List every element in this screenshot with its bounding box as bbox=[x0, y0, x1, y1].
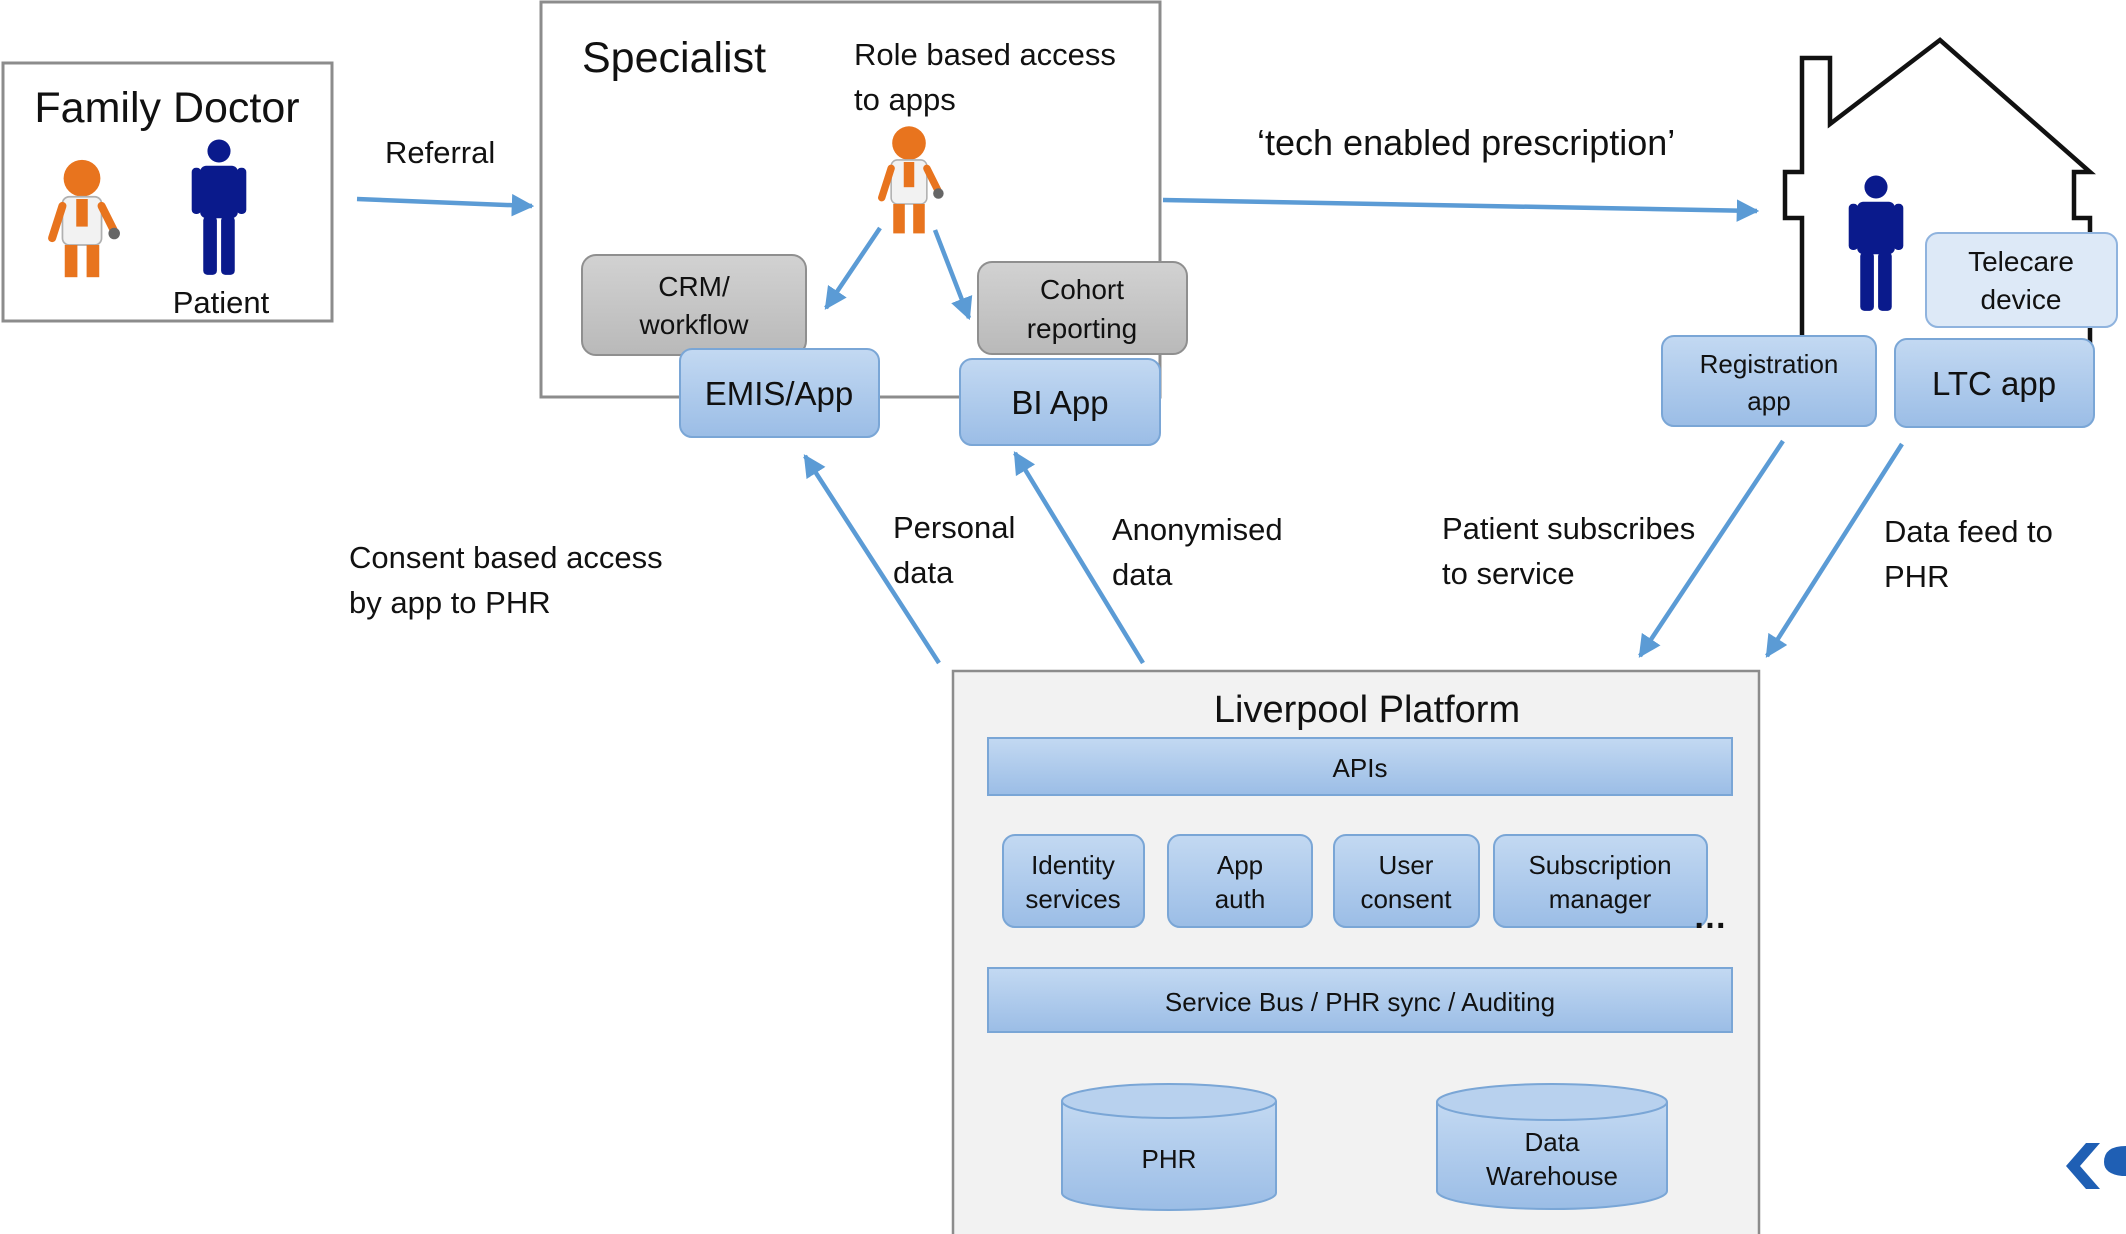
subscribes-line2: to service bbox=[1442, 556, 1575, 591]
cohort-line2: reporting bbox=[1027, 313, 1138, 344]
apis-label: APIs bbox=[1333, 753, 1388, 783]
personal-data-arrow bbox=[803, 454, 941, 665]
personal-line2: data bbox=[893, 555, 954, 590]
crm-line1: CRM/ bbox=[658, 271, 730, 302]
emis-app-box[interactable] bbox=[679, 348, 880, 438]
cohort-line1: Cohort bbox=[1040, 274, 1124, 305]
prescription-arrow bbox=[1162, 197, 1760, 222]
warehouse-line2: Warehouse bbox=[1486, 1161, 1618, 1191]
family-doctor-box bbox=[1, 61, 334, 323]
telecare-line1: Telecare bbox=[1968, 246, 2074, 277]
bi-app-label: BI App bbox=[1011, 384, 1108, 421]
consent-line1: Consent based access bbox=[349, 540, 663, 575]
logo-chevron-icon bbox=[2066, 1143, 2126, 1189]
home-patient-icon bbox=[1848, 175, 1904, 311]
role-to-cohort-arrow bbox=[932, 229, 973, 321]
service-bus-label: Service Bus / PHR sync / Auditing bbox=[1165, 987, 1555, 1017]
telecare-line2: device bbox=[1981, 284, 2062, 315]
more-modules-ellipsis: … bbox=[1693, 898, 1727, 936]
app-auth-box bbox=[1167, 834, 1313, 928]
crm-workflow-box bbox=[581, 254, 807, 356]
crm-line2: workflow bbox=[639, 309, 750, 340]
subscription-manager-box bbox=[1493, 834, 1708, 928]
app-auth-line2: auth bbox=[1215, 884, 1266, 914]
data-feed-line1: Data feed to bbox=[1884, 514, 2053, 549]
bi-app-box[interactable] bbox=[959, 358, 1161, 446]
data-feed-arrow bbox=[1765, 442, 1904, 658]
user-consent-line1: User bbox=[1379, 850, 1434, 880]
phr-label: PHR bbox=[1142, 1144, 1197, 1174]
registration-app-box[interactable] bbox=[1661, 335, 1877, 427]
referral-label: Referral bbox=[385, 135, 495, 170]
identity-line2: services bbox=[1025, 884, 1120, 914]
registration-line1: Registration bbox=[1700, 349, 1839, 379]
referral-arrow bbox=[356, 193, 535, 217]
emis-app-label: EMIS/App bbox=[705, 375, 854, 412]
patient-label: Patient bbox=[173, 285, 270, 320]
registration-line2: app bbox=[1747, 386, 1790, 416]
ltc-app-box[interactable] bbox=[1894, 338, 2095, 428]
service-bus-bar bbox=[987, 967, 1733, 1033]
apis-bar bbox=[987, 737, 1733, 796]
role-to-crm-arrow bbox=[824, 226, 882, 310]
prescription-label: ‘tech enabled prescription’ bbox=[1257, 122, 1675, 163]
platform-title: Liverpool Platform bbox=[1214, 689, 1520, 731]
phr-database-icon bbox=[1061, 1083, 1277, 1211]
user-consent-line2: consent bbox=[1360, 884, 1452, 914]
cohort-reporting-box bbox=[977, 261, 1188, 355]
identity-services-box bbox=[1002, 834, 1145, 928]
telecare-device-box bbox=[1925, 232, 2118, 328]
identity-line1: Identity bbox=[1031, 850, 1115, 880]
subscribes-arrow bbox=[1638, 439, 1785, 658]
subscribes-line1: Patient subscribes bbox=[1442, 511, 1695, 546]
user-consent-box bbox=[1333, 834, 1480, 928]
family-doctor-title: Family Doctor bbox=[34, 84, 299, 132]
anonymised-data-arrow bbox=[1013, 451, 1145, 665]
anonymised-line1: Anonymised bbox=[1112, 512, 1283, 547]
role-access-line1: Role based access bbox=[854, 37, 1116, 72]
ltc-app-label: LTC app bbox=[1932, 365, 2056, 402]
warehouse-line1: Data bbox=[1525, 1127, 1580, 1157]
subscription-line1: Subscription bbox=[1528, 850, 1671, 880]
app-auth-line1: App bbox=[1217, 850, 1263, 880]
specialist-title: Specialist bbox=[582, 34, 766, 82]
data-warehouse-database-icon bbox=[1436, 1083, 1668, 1210]
data-feed-line2: PHR bbox=[1884, 559, 1949, 594]
role-access-line2: to apps bbox=[854, 82, 956, 117]
house-icon bbox=[1782, 37, 2096, 383]
anonymised-line2: data bbox=[1112, 557, 1173, 592]
consent-line2: by app to PHR bbox=[349, 585, 551, 620]
subscription-line2: manager bbox=[1549, 884, 1652, 914]
personal-line1: Personal bbox=[893, 510, 1015, 545]
